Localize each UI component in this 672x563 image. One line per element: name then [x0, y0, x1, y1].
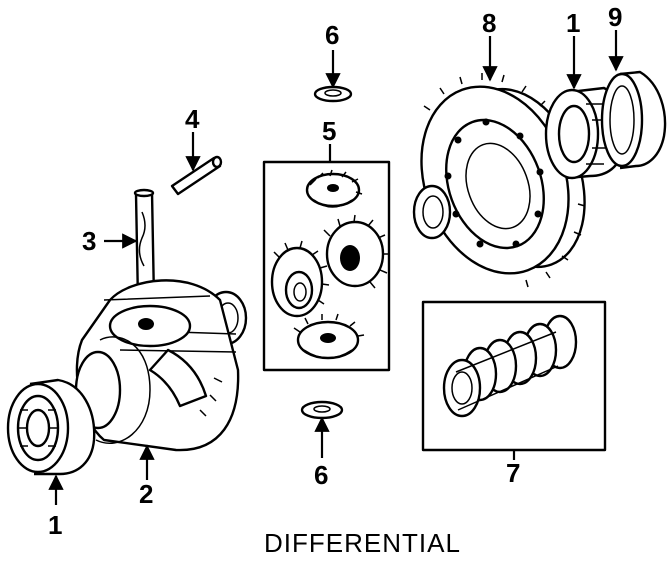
callout-6-bottom: 6	[314, 460, 328, 490]
callout-8: 8	[482, 8, 496, 38]
callout-6-top: 6	[325, 20, 339, 50]
callout-7: 7	[506, 458, 520, 488]
bearing-race	[600, 70, 667, 170]
callout-3: 3	[82, 226, 96, 256]
side-gear-right	[323, 214, 390, 289]
diagram-title: DIFFERENTIAL	[264, 528, 461, 558]
gear-kit-box	[262, 160, 391, 372]
differential-case	[74, 279, 248, 452]
callout-9: 9	[608, 2, 622, 32]
pinion-gear-top	[305, 169, 363, 208]
pinion-gear-bottom	[293, 313, 365, 360]
callout-1-right: 1	[566, 8, 580, 38]
callout-5: 5	[322, 116, 336, 146]
callout-4: 4	[185, 104, 200, 134]
bearing-left	[6, 378, 96, 476]
pin	[170, 155, 223, 196]
thrust-washer-bottom	[300, 400, 344, 420]
thrust-washer-top	[313, 85, 353, 103]
pinion-shaft	[133, 188, 156, 304]
side-gear-left	[270, 240, 330, 318]
seal-kit-box	[421, 300, 607, 452]
callout-1-left: 1	[48, 510, 62, 540]
callout-2: 2	[139, 479, 153, 509]
